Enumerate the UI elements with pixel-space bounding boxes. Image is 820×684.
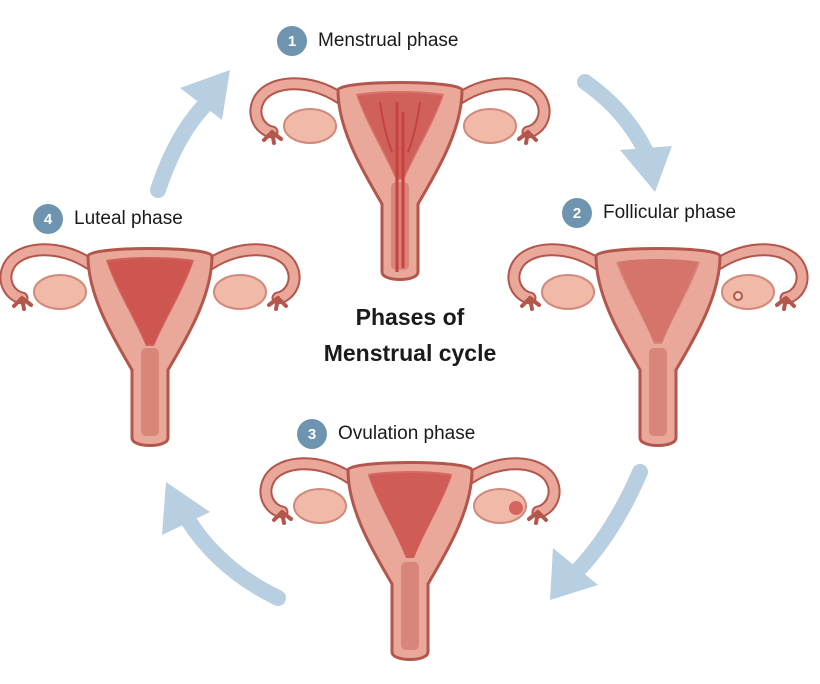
follicle-mark (733, 291, 743, 301)
cycle-arrow-4-to-1 (150, 70, 230, 198)
uterus-ovulation (266, 463, 554, 660)
cycle-arrow-2-to-3 (550, 464, 648, 600)
phase-name-menstrual: Menstrual phase (318, 30, 459, 51)
phase-badge-3: 3 (297, 419, 327, 449)
phase-label-ovulation: 3 Ovulation phase (297, 419, 475, 449)
phase-name-ovulation: Ovulation phase (338, 423, 476, 444)
phase-label-luteal: 4 Luteal phase (33, 204, 183, 234)
phase-label-menstrual: 1 Menstrual phase (277, 26, 458, 56)
released-egg-mark (509, 501, 523, 515)
phase-badge-2: 2 (562, 198, 592, 228)
phase-label-follicular: 2 Follicular phase (562, 198, 736, 228)
phase-name-luteal: Luteal phase (74, 208, 183, 229)
diagram-title-line-2: Menstrual cycle (323, 340, 497, 366)
diagram-title-line-1: Phases of (355, 304, 465, 330)
phase-name-follicular: Follicular phase (603, 202, 737, 223)
phase-badge-1: 1 (277, 26, 307, 56)
uterus-luteal (6, 249, 294, 446)
uterus-follicular (514, 249, 802, 446)
cycle-arrow-1-to-2 (577, 74, 672, 192)
phase-badge-4: 4 (33, 204, 63, 234)
uterus-menstrual (256, 83, 544, 280)
cycle-arrow-3-to-4 (162, 482, 286, 606)
